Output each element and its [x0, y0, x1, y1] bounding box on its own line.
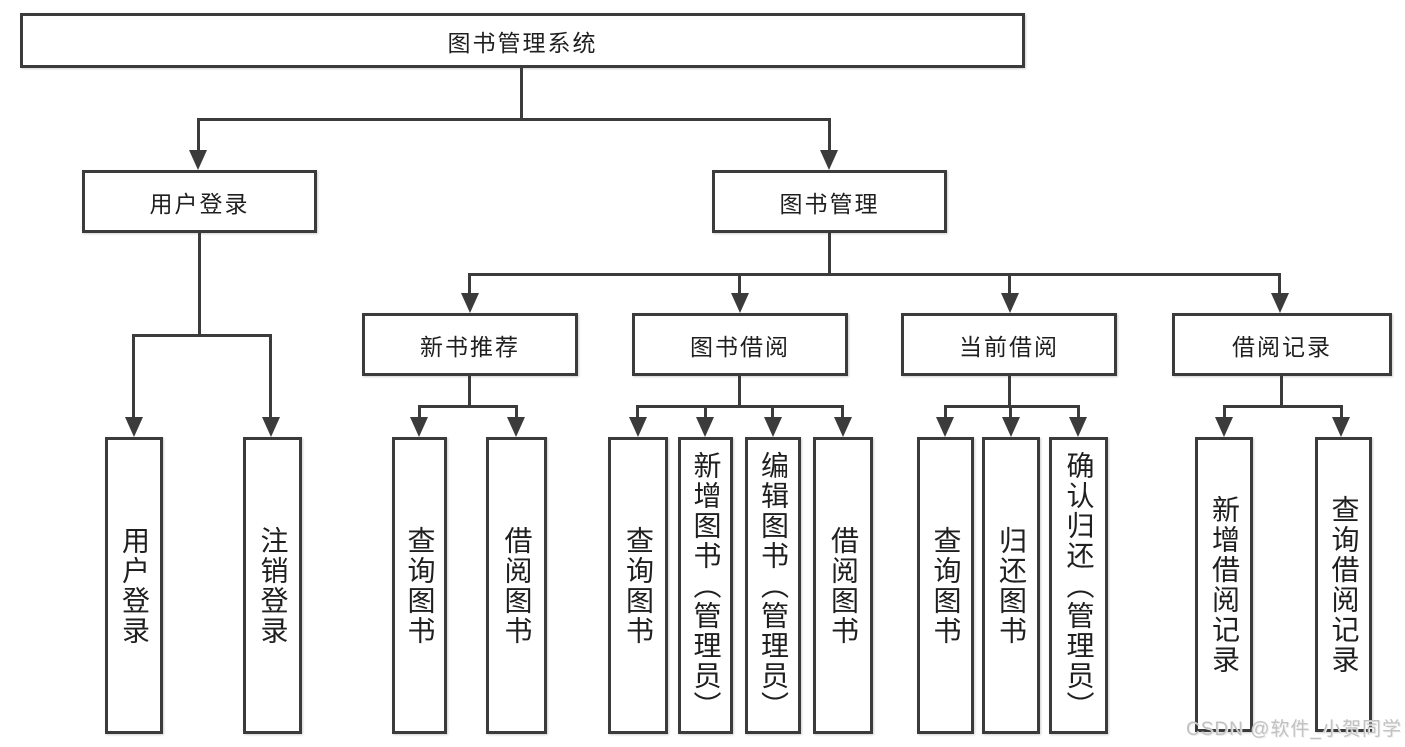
connector-line — [132, 334, 135, 418]
arrow-down-icon — [936, 417, 954, 437]
leaf-add-borrow-record: 新增借阅记录 — [1195, 437, 1253, 732]
node-label: 新增借阅记录 — [1209, 494, 1240, 675]
node-current-borrowing: 当前借阅 — [901, 313, 1117, 376]
connector-line — [704, 405, 707, 419]
connector-line — [1077, 405, 1080, 419]
arrow-down-icon — [1069, 417, 1087, 437]
connector-line — [197, 118, 831, 121]
node-label: 用户登录 — [149, 190, 250, 217]
connector-line — [1340, 405, 1343, 419]
connector-line — [418, 405, 518, 408]
connector-line — [1009, 405, 1012, 419]
arrow-down-icon — [820, 150, 838, 170]
watermark: CSDN @软件_小贺同学 — [1186, 719, 1402, 740]
leaf-query-books-recommend: 查询图书 — [392, 437, 447, 734]
arrow-down-icon — [764, 417, 782, 437]
arrow-down-icon — [731, 293, 749, 313]
connector-line — [1008, 374, 1011, 408]
arrow-down-icon — [834, 417, 852, 437]
arrow-down-icon — [410, 417, 428, 437]
arrow-down-icon — [1001, 293, 1019, 313]
connector-line — [515, 405, 518, 419]
arrow-down-icon — [696, 417, 714, 437]
node-label: 查询借阅记录 — [1328, 494, 1360, 675]
node-book-management: 图书管理 — [712, 170, 947, 233]
arrow-down-icon — [189, 150, 207, 170]
arrow-down-icon — [125, 417, 143, 437]
connector-line — [1008, 273, 1011, 295]
node-label: 图书借阅 — [690, 333, 790, 360]
node-label: 图书管理系统 — [447, 29, 598, 56]
arrow-down-icon — [262, 417, 280, 437]
node-library-management-system: 图书管理系统 — [20, 13, 1025, 68]
node-book-borrowing: 图书借阅 — [632, 313, 848, 376]
node-user-login-group: 用户登录 — [82, 170, 317, 233]
connector-line — [269, 334, 272, 418]
connector-line — [1280, 374, 1283, 408]
connector-line — [944, 405, 1080, 408]
node-label: 注销登录 — [257, 525, 289, 646]
node-label: 查询图书 — [404, 525, 436, 646]
node-label: 新增图书（管理员） — [690, 450, 722, 721]
connector-line — [132, 334, 272, 337]
connector-line — [828, 231, 831, 276]
connector-line — [841, 405, 844, 419]
connector-line — [738, 273, 741, 295]
node-label: 用户登录 — [119, 525, 150, 646]
connector-line — [738, 374, 741, 408]
leaf-edit-books-admin: 编辑图书（管理员） — [745, 437, 801, 734]
arrow-down-icon — [1002, 417, 1020, 437]
node-borrowing-records: 借阅记录 — [1172, 313, 1392, 376]
connector-line — [828, 118, 831, 152]
leaf-query-books-borrowing: 查询图书 — [608, 437, 668, 734]
arrow-down-icon — [1215, 417, 1233, 437]
node-label: 确认归还（管理员） — [1063, 450, 1095, 721]
connector-line — [636, 405, 639, 419]
arrow-down-icon — [1271, 293, 1289, 313]
node-label: 编辑图书（管理员） — [758, 450, 789, 721]
leaf-borrow-books-recommend: 借阅图书 — [486, 437, 547, 734]
arrow-down-icon — [507, 417, 525, 437]
node-label: 查询图书 — [623, 525, 654, 646]
node-label: 图书管理 — [779, 190, 880, 217]
connector-line — [468, 273, 1281, 276]
arrow-down-icon — [629, 417, 647, 437]
connector-line — [197, 118, 200, 152]
node-label: 当前借阅 — [959, 333, 1059, 360]
leaf-confirm-return-admin: 确认归还（管理员） — [1049, 437, 1108, 734]
leaf-borrow-books: 借阅图书 — [813, 437, 873, 734]
leaf-user-login: 用户登录 — [105, 437, 163, 734]
connector-line — [468, 374, 471, 408]
connector-line — [468, 273, 471, 295]
leaf-query-borrow-record: 查询借阅记录 — [1315, 437, 1372, 732]
connector-line — [771, 405, 774, 419]
connector-line — [944, 405, 947, 419]
node-label: 借阅图书 — [501, 525, 533, 646]
leaf-logout: 注销登录 — [243, 437, 302, 734]
node-new-book-recommend: 新书推荐 — [362, 313, 578, 376]
connector-line — [418, 405, 421, 419]
connector-line — [1278, 273, 1281, 295]
leaf-return-books: 归还图书 — [982, 437, 1040, 734]
node-label: 借阅图书 — [828, 525, 859, 646]
leaf-add-books-admin: 新增图书（管理员） — [678, 437, 733, 734]
node-label: 新书推荐 — [420, 333, 520, 360]
arrow-down-icon — [1332, 417, 1350, 437]
connector-line — [1223, 405, 1226, 419]
arrow-down-icon — [461, 293, 479, 313]
node-label: 查询图书 — [930, 525, 962, 646]
connector-line — [1223, 405, 1343, 408]
connector-line — [636, 405, 844, 408]
connector-line — [520, 66, 523, 120]
connector-line — [198, 231, 201, 337]
leaf-query-books-current: 查询图书 — [917, 437, 974, 734]
node-label: 借阅记录 — [1232, 333, 1332, 360]
node-label: 归还图书 — [996, 525, 1027, 646]
